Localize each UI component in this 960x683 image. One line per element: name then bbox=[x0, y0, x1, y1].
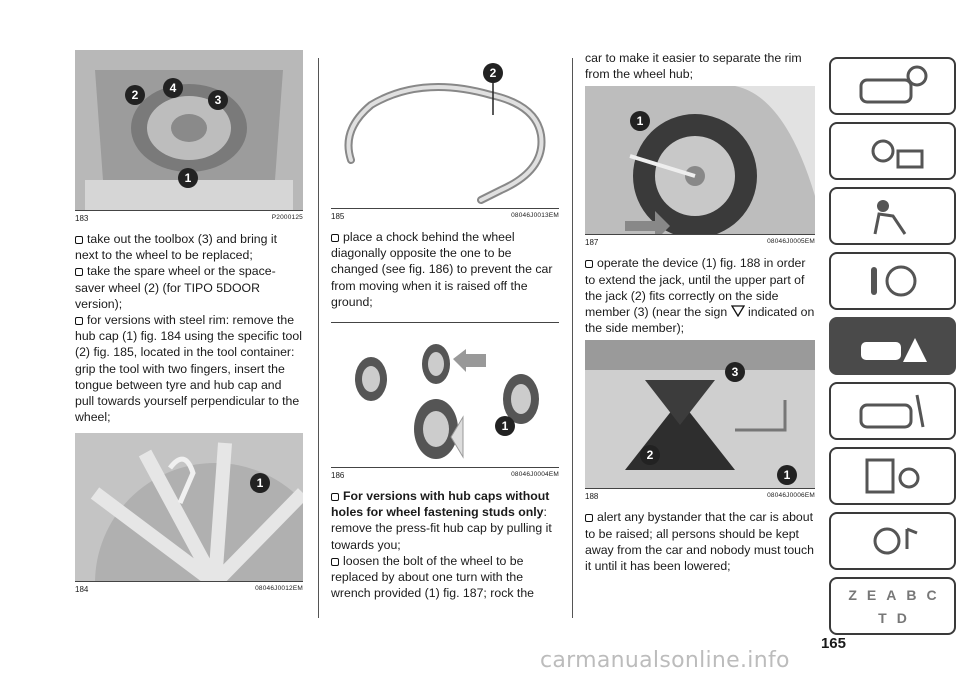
index-letter: A bbox=[886, 586, 897, 603]
hub-cap-tool-illustration bbox=[75, 433, 303, 582]
figure-number: 187 bbox=[585, 238, 599, 248]
step-take-spare-wheel: take the spare wheel or the space-saver … bbox=[75, 264, 276, 311]
trunk-spare-wheel-illustration bbox=[75, 50, 303, 210]
step-operate-jack: operate the device (1) fig. 188 in order… bbox=[585, 256, 815, 336]
callout-1: 1 bbox=[178, 168, 198, 188]
figure-183: 2 4 3 1 bbox=[75, 50, 303, 210]
figure-code: 08046J0013EM bbox=[511, 212, 559, 219]
bullet-icon bbox=[75, 317, 83, 326]
triangle-sign-icon bbox=[730, 305, 745, 318]
callout-3: 3 bbox=[725, 362, 745, 383]
tab-multimedia[interactable] bbox=[829, 512, 956, 570]
figure-185: 2 bbox=[331, 50, 559, 208]
callout-1: 1 bbox=[777, 465, 797, 486]
callout-2: 2 bbox=[640, 445, 660, 466]
column-1: 2 4 3 1 183 P2000125 take out the toolbo… bbox=[75, 50, 303, 602]
callout-2: 2 bbox=[125, 85, 145, 105]
column-divider bbox=[572, 58, 573, 618]
specs-gear-icon bbox=[865, 458, 919, 494]
index-letter: C bbox=[926, 586, 937, 603]
figure-183-caption: 183 P2000125 bbox=[75, 210, 303, 223]
index-letter: E bbox=[866, 586, 877, 603]
figure-185-caption: 185 08046J0013EM bbox=[331, 208, 559, 221]
figure-188: 3 2 1 bbox=[585, 340, 815, 489]
bullet-icon bbox=[331, 234, 339, 242]
car-emergency-icon bbox=[860, 338, 927, 362]
step-alert-bystanders: alert any bystander that the car is abou… bbox=[585, 510, 814, 574]
figure-code: 08046J0012EM bbox=[255, 585, 303, 593]
watermark: carmanualsonline.info bbox=[540, 648, 790, 673]
callout-2: 2 bbox=[483, 63, 503, 83]
car-info-icon bbox=[859, 65, 927, 104]
step-hub-cap-no-holes: For versions with hub caps without holes… bbox=[331, 489, 552, 552]
index-letter: D bbox=[896, 609, 907, 626]
tab-maintenance[interactable] bbox=[829, 382, 956, 440]
hub-cap-removal-tool-illustration bbox=[344, 83, 546, 204]
car-maintenance-icon bbox=[859, 394, 924, 429]
bullet-icon bbox=[331, 557, 339, 566]
figure-code: 08046J0006EM bbox=[767, 492, 815, 500]
tab-technical-data[interactable] bbox=[829, 447, 956, 505]
figure-188-caption: 188 08046J0006EM bbox=[585, 488, 815, 501]
tab-knowing-car[interactable] bbox=[829, 57, 956, 115]
warning-light-mail-icon bbox=[871, 139, 923, 169]
callout-3: 3 bbox=[208, 90, 228, 110]
figure-code: 08046J0005EM bbox=[767, 238, 815, 246]
tab-starting-driving[interactable] bbox=[829, 252, 956, 310]
index-letter: T bbox=[878, 609, 887, 626]
column-3: car to make it easier to separate the ri… bbox=[585, 50, 815, 574]
index-letter: Z bbox=[848, 586, 857, 603]
figure-code: 08046J0004EM bbox=[511, 471, 559, 479]
figure-184-caption: 184 08046J0012EM bbox=[75, 581, 303, 594]
figure-number: 186 bbox=[331, 471, 345, 481]
step-place-chock: place a chock behind the wheel diagonall… bbox=[331, 230, 553, 309]
tab-safety[interactable] bbox=[829, 187, 956, 245]
figure-number: 188 bbox=[585, 492, 599, 502]
key-steering-wheel-icon bbox=[870, 265, 916, 297]
callout-1: 1 bbox=[630, 111, 650, 132]
step-loosen-bolt: loosen the bolt of the wheel to be repla… bbox=[331, 553, 535, 601]
callout-1: 1 bbox=[495, 416, 515, 437]
tab-warning-lights[interactable] bbox=[829, 122, 956, 180]
column-2: 2 185 08046J0013EM place a chock behind … bbox=[331, 50, 559, 601]
jack-illustration bbox=[585, 340, 815, 489]
callout-4: 4 bbox=[163, 78, 183, 98]
figure-187-caption: 187 08046J0005EM bbox=[585, 234, 815, 247]
index-letter: B bbox=[906, 586, 917, 603]
bullet-icon bbox=[75, 268, 83, 277]
figure-number: 183 bbox=[75, 214, 89, 223]
bullet-icon bbox=[331, 493, 339, 502]
tab-in-emergency[interactable] bbox=[829, 317, 956, 375]
figure-186: 1 bbox=[331, 329, 559, 468]
divider bbox=[331, 322, 559, 324]
chapter-tabs: Z E A B C T D bbox=[829, 57, 956, 642]
step-take-toolbox: take out the toolbox (3) and bring it ne… bbox=[75, 232, 278, 263]
bullet-icon bbox=[585, 260, 593, 269]
multimedia-icon bbox=[873, 527, 918, 555]
figure-number: 184 bbox=[75, 585, 89, 595]
bullet-icon bbox=[75, 236, 83, 244]
figure-number: 185 bbox=[331, 212, 345, 221]
step-remove-hub-cap: for versions with steel rim: remove the … bbox=[75, 313, 302, 425]
figure-186-caption: 186 08046J0004EM bbox=[331, 467, 559, 480]
figure-187: 1 bbox=[585, 86, 815, 235]
wheel-wrench-illustration bbox=[585, 86, 815, 235]
step-rock-car: car to make it easier to separate the ri… bbox=[585, 51, 802, 82]
tab-index[interactable]: Z E A B C T D bbox=[829, 577, 956, 635]
figure-184: 1 bbox=[75, 433, 303, 582]
seat-airbag-icon bbox=[873, 200, 906, 235]
page-number: 165 bbox=[820, 635, 846, 652]
bullet-icon bbox=[585, 514, 593, 523]
wheel-chock-diagram bbox=[355, 344, 539, 460]
figure-code: P2000125 bbox=[271, 214, 303, 221]
column-divider bbox=[318, 58, 319, 618]
callout-1: 1 bbox=[250, 473, 270, 494]
